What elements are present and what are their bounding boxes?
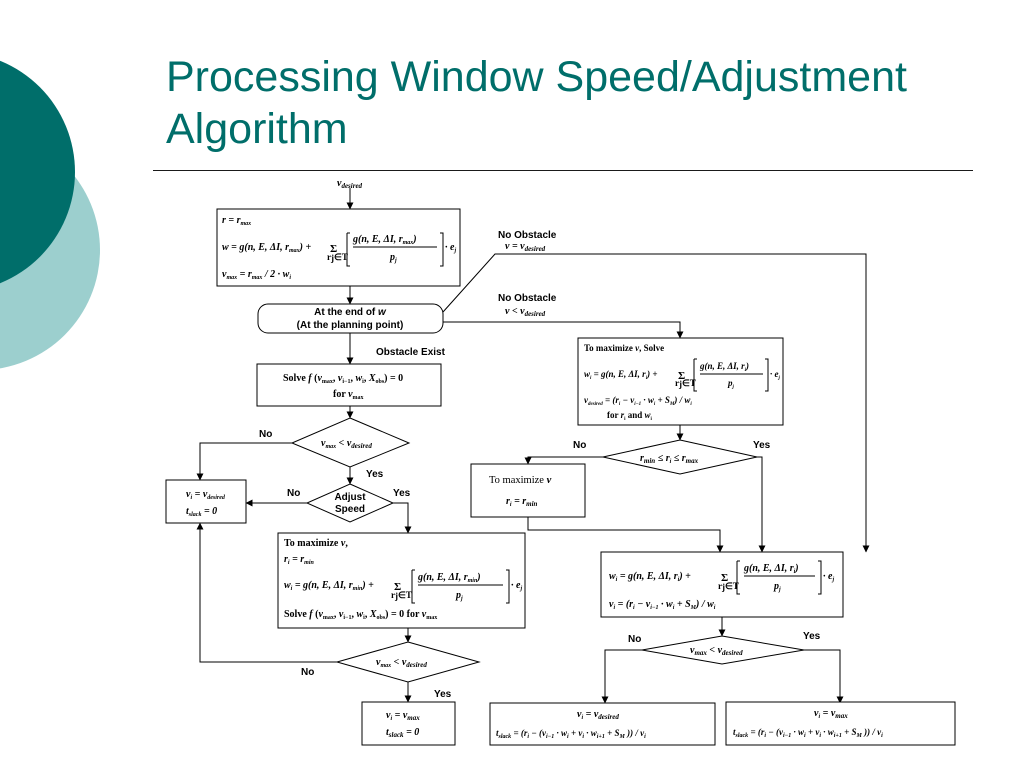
decision-3-yes-label: Yes [803,631,821,642]
arrow-decision2-no [196,522,337,663]
dark-circle-shape [0,60,75,284]
svg-text:· ej: · ej [511,580,522,592]
svg-text:Solve f (vmax, vi−1, wi, Xobs): Solve f (vmax, vi−1, wi, Xobs) = 0 [283,373,403,385]
no-obstacle-label-1: No Obstacle [498,230,557,241]
init-box: r = rmax w = g(n, E, ΔI, rmax) + Σ rj∈T … [216,208,461,287]
svg-text:Speed: Speed [335,504,365,515]
arrow-adjust-yes [393,502,412,534]
svg-text:rj∈T: rj∈T [391,590,412,601]
svg-text:tslack = (ri − (vi−1 · wi + vi: tslack = (ri − (vi−1 · wi + vi · wi+1 + … [733,727,883,739]
arrow-decision-r-no [524,456,603,465]
title-divider [153,170,973,171]
svg-text:for ri and wi: for ri and wi [607,410,653,422]
decision-vmax-desired: vmax < vdesired [290,417,411,468]
set-box: vi = vdesired tslack = 0 [165,479,247,524]
adjust-no-label: No [287,488,300,499]
no-obstacle-label-2: No Obstacle [498,293,557,304]
arrow-decision3-no [601,649,642,704]
end-of-w-line-2: (At the planning point) [297,320,404,331]
svg-text:Σ: Σ [678,370,685,382]
svg-text:rj∈T: rj∈T [327,252,348,263]
final-left-box: vi = vmax tslack = 0 [361,701,456,746]
svg-text:pj: pj [455,590,463,602]
decision-3-no-label: No [628,634,641,645]
arrow-no-obstacle-equal [442,253,870,553]
svg-text:vi = (ri − vi−1 · wi + SM) / w: vi = (ri − vi−1 · wi + SM) / wi [609,599,716,611]
svg-text:Σ: Σ [394,581,401,593]
decision-2-yes-label: Yes [434,689,452,700]
decision-1-no-label: No [259,429,272,440]
svg-text:· ej: · ej [445,242,456,254]
svg-text:g(n, E, ΔI, ri): g(n, E, ΔI, ri) [743,563,799,575]
adjust-yes-label: Yes [393,488,411,499]
title-line-1: Processing Window Speed/Adjustment [166,53,907,101]
svg-text:vdesired: vdesired [337,178,363,190]
slide-title: Processing Window Speed/Adjustment Algor… [166,52,907,155]
arrow-decision-no [196,442,292,481]
no-obstacle-cond-2: v < vdesired [505,306,546,318]
final-right-box: vi = vmax tslack = (ri − (vi−1 · wi + vi… [725,701,956,746]
svg-text:To maximize v,: To maximize v, [284,538,348,549]
svg-text:vmax = rmax / 2 · wi: vmax = rmax / 2 · wi [222,269,291,281]
svg-text:tslack = (ri − (vi−1 · wi + vi: tslack = (ri − (vi−1 · wi + vi · wi+1 + … [496,728,646,740]
solve-box: Solve f (vmax, vi−1, wi, Xobs) = 0 for v… [256,363,442,407]
connectors [196,188,870,704]
final-mid-box: vi = vdesired tslack = (ri − (vi−1 · wi … [489,702,716,746]
decision-1-yes-label: Yes [366,469,384,480]
decision-r-range: rmin ≤ ri ≤ rmax [602,439,758,475]
svg-text:Σ: Σ [721,572,728,584]
decision-r-no-label: No [573,440,586,451]
end-of-w-box: At the end of w (At the planning point) [257,303,444,334]
arrow-no-obstacle-less [443,321,684,339]
svg-text:pj: pj [389,252,397,264]
svg-text:g(n, E, ΔI, ri): g(n, E, ΔI, ri) [699,361,749,373]
svg-text:Adjust: Adjust [334,492,366,503]
maximize-small-box: To maximize v ri = rmin [470,463,586,518]
svg-text:rmin ≤ ri ≤ rmax: rmin ≤ ri ≤ rmax [640,453,699,465]
svg-text:At the end of w: At the end of w [314,307,387,318]
right-top-box: To maximize v, Solve wi = g(n, E, ΔI, ri… [577,337,784,426]
decision-r-yes-label: Yes [753,440,771,451]
arrow-decision3-yes [804,649,844,704]
svg-text:wi = g(n, E, ΔI, ri) +: wi = g(n, E, ΔI, ri) + [609,571,691,583]
svg-text:rj∈T: rj∈T [718,581,739,592]
decision-vmax-desired-2: vmax < vdesired [335,641,481,683]
input-label: vdesired [337,178,363,190]
svg-text:wi = g(n, E, ΔI, ri) +: wi = g(n, E, ΔI, ri) + [584,369,657,381]
decision-vmax-desired-3: vmax < vdesired [641,635,805,665]
no-obstacle-cond-1: v = vdesired [505,241,546,253]
maximize-v-box: To maximize v, ri = rmin wi = g(n, E, ΔI… [277,532,526,629]
right-mid-box: wi = g(n, E, ΔI, ri) + Σ rj∈T g(n, E, ΔI… [600,551,844,618]
svg-text:· ej: · ej [770,369,781,381]
svg-text:· ej: · ej [823,571,834,583]
svg-text:wi = g(n, E, ΔI, rmin) +: wi = g(n, E, ΔI, rmin) + [284,580,374,592]
svg-text:To maximize v: To maximize v [489,475,552,486]
svg-text:pj: pj [773,581,781,593]
svg-text:g(n, E, ΔI, rmax): g(n, E, ΔI, rmax) [352,234,417,246]
svg-text:rj∈T: rj∈T [675,378,696,389]
adjust-speed-diamond: Adjust Speed [305,483,395,523]
arrow-small-to-mid [527,517,724,553]
obstacle-exist-label: Obstacle Exist [376,347,446,358]
svg-text:To maximize v, Solve: To maximize v, Solve [584,343,664,353]
title-line-2: Algorithm [166,104,348,153]
svg-text:Σ: Σ [330,243,337,255]
svg-text:pj: pj [727,378,735,390]
decision-2-no-label: No [301,667,314,678]
svg-text:Solve f (vmax, vi−1, wi, Xobs): Solve f (vmax, vi−1, wi, Xobs) = 0 for v… [284,609,437,621]
svg-text:g(n, E, ΔI, rmin): g(n, E, ΔI, rmin) [417,572,481,584]
arrow-decision-r-yes [757,456,766,553]
